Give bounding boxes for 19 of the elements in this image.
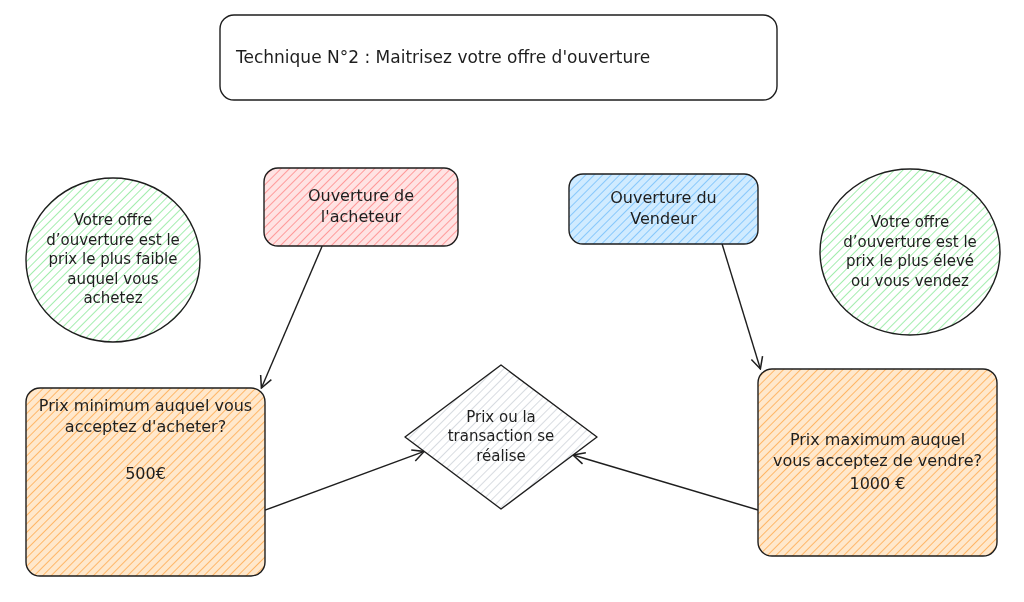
process-box	[264, 168, 458, 246]
node-text: 500€	[125, 463, 166, 485]
process-box	[758, 369, 997, 556]
node-text: Prix minimum auquel vous acceptez d'acheter?	[38, 396, 253, 438]
node-text: Votre offre d’ouverture est le prix le plus faible auquel vous achetez	[45, 211, 181, 309]
arrow	[572, 451, 759, 511]
title-text: Technique N°2 : Maitrisez votre offre d'ouverture	[236, 46, 651, 69]
node-text: Prix ou la transaction se réalise	[446, 407, 556, 467]
process-box	[26, 388, 265, 576]
arrow	[259, 245, 323, 389]
node-text: Prix maximum auquel vous acceptez de vendre?	[771, 430, 984, 472]
node-text: Ouverture du Vendeur	[609, 188, 718, 230]
decision-diamond	[405, 365, 597, 509]
process-box	[569, 174, 758, 244]
node-text: Votre offre d’ouverture est le prix le plus élevé ou vous vendez	[842, 213, 978, 291]
title-box	[220, 15, 777, 100]
node-text: Ouverture de l'acheteur	[306, 186, 416, 228]
node-text: 1000 €	[849, 473, 906, 495]
arrow	[721, 243, 764, 370]
